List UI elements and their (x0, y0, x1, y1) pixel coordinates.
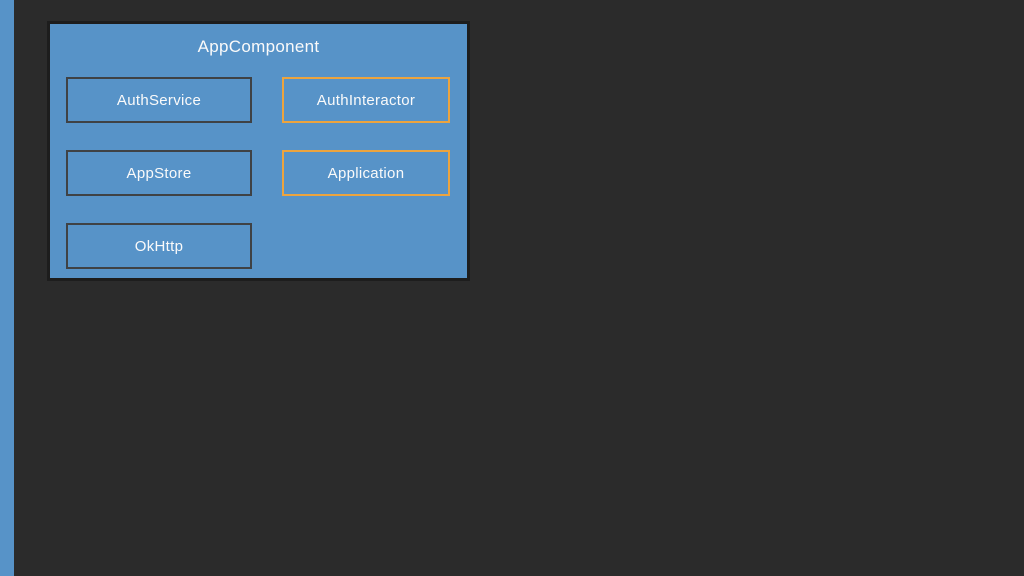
node-ok-http: OkHttp (66, 223, 252, 269)
node-label: AppStore (126, 164, 192, 182)
node-application: Application (282, 150, 450, 196)
node-auth-service: AuthService (66, 77, 252, 123)
node-label: Application (327, 164, 405, 182)
node-label: OkHttp (134, 237, 184, 255)
left-accent-stripe (0, 0, 14, 576)
panel-title: AppComponent (197, 37, 320, 56)
app-component-panel: AppComponent AuthService AuthInteractor … (47, 21, 470, 281)
node-label: AuthInteractor (316, 91, 416, 109)
node-label: AuthService (116, 91, 202, 109)
node-app-store: AppStore (66, 150, 252, 196)
node-auth-interactor: AuthInteractor (282, 77, 450, 123)
